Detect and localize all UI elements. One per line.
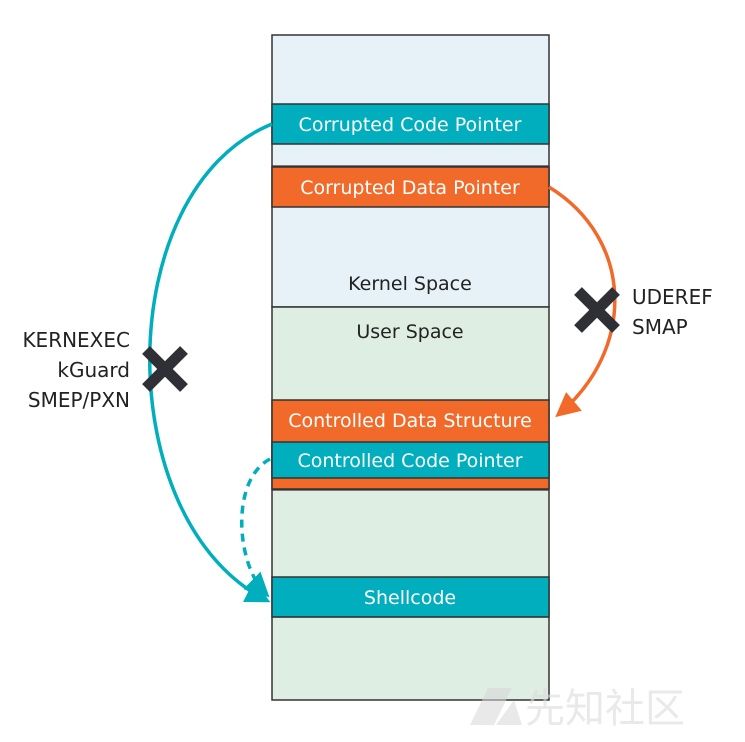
controlled-code-pointer-label: Controlled Code Pointer bbox=[297, 450, 522, 472]
user-space-label: User Space bbox=[356, 321, 463, 343]
kernel-space-label: Kernel Space bbox=[348, 273, 472, 295]
defense-label-kernexec: KERNEXEC bbox=[22, 328, 130, 352]
corrupted-data-pointer-label: Corrupted Data Pointer bbox=[300, 177, 520, 199]
controlled-code-pointer-arrow bbox=[240, 457, 271, 598]
watermark-text: 先知社区 bbox=[525, 686, 685, 732]
defense-label-uderef: UDEREF bbox=[632, 285, 713, 309]
x-mark-icon bbox=[142, 346, 188, 392]
defense-label-smap: SMAP bbox=[632, 315, 688, 339]
corrupted-code-pointer-block bbox=[271, 103, 550, 145]
shellcode-block bbox=[271, 576, 550, 618]
user-space-region bbox=[271, 306, 550, 701]
controlled-code-pointer-block bbox=[271, 441, 550, 479]
corrupted-code-pointer-label: Corrupted Code Pointer bbox=[299, 114, 522, 136]
shellcode-label: Shellcode bbox=[364, 587, 456, 609]
defense-label-smep-pxn: SMEP/PXN bbox=[28, 388, 130, 412]
xianzhi-logo-icon bbox=[470, 688, 522, 725]
defense-label-kguard: kGuard bbox=[57, 358, 130, 382]
controlled-data-structure-label: Controlled Data Structure bbox=[288, 410, 532, 432]
x-mark-icon bbox=[574, 287, 620, 333]
corrupted-data-pointer-block bbox=[271, 166, 550, 208]
